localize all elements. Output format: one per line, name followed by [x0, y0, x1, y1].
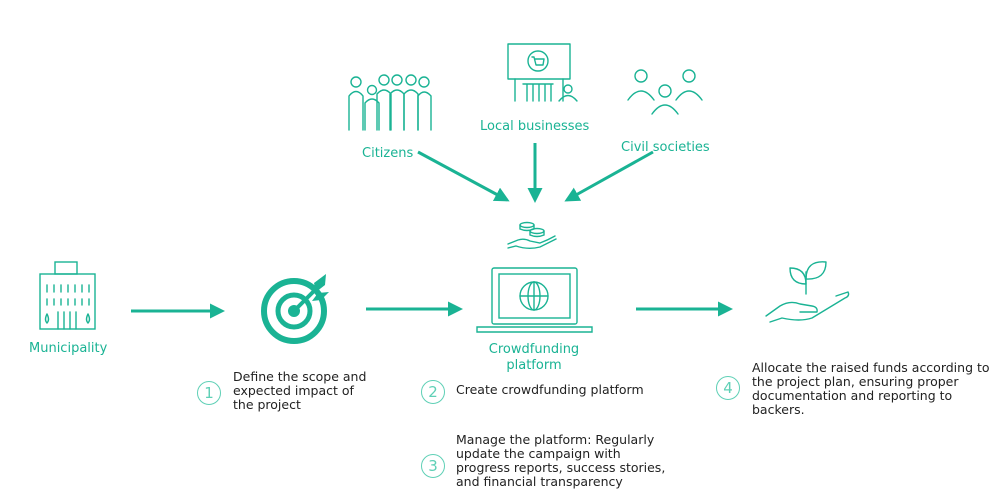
- group-of-people-icon: [348, 74, 432, 131]
- civil-societies-label: Civil societies: [621, 140, 710, 155]
- step-3-number: 3: [421, 454, 445, 478]
- arrow-citizens-to-platform: [417, 150, 510, 202]
- municipality-label: Municipality: [29, 341, 108, 356]
- hand-plant-icon: [765, 261, 850, 323]
- arrows: [131, 143, 733, 319]
- coins-hand-icon: [507, 221, 557, 249]
- arrow-societies-to-platform: [564, 150, 654, 202]
- step-2-number: 2: [421, 380, 445, 404]
- step-1-number: 1: [197, 381, 221, 405]
- local-businesses-label: Local businesses: [480, 119, 590, 134]
- laptop-globe-icon: [476, 267, 593, 333]
- step-3-text: Manage the platform: Regularly update th…: [456, 432, 666, 489]
- platform-label: Crowdfunding platform: [488, 342, 580, 373]
- building-icon: [39, 261, 96, 330]
- community-icon: [627, 69, 703, 115]
- target-icon: [261, 274, 329, 344]
- step-4-text: Allocate the raised funds according to t…: [752, 360, 990, 417]
- shop-icon: [507, 43, 578, 102]
- citizens-label: Citizens: [362, 146, 414, 161]
- step-2-text: Create crowdfunding platform: [456, 382, 644, 397]
- step-4-number: 4: [716, 376, 740, 400]
- step-1-text: Define the scope and expected impact of …: [233, 369, 367, 412]
